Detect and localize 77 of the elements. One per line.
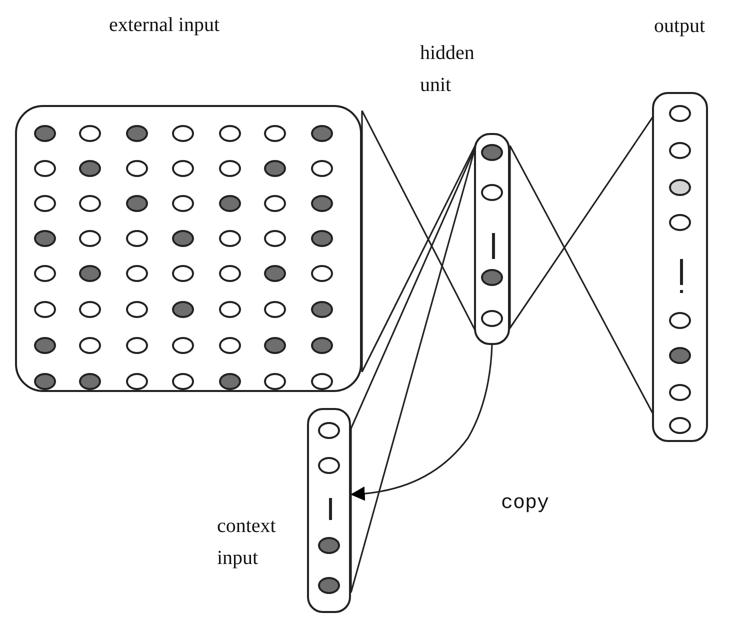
unit-circle <box>172 265 194 282</box>
unit-circle <box>79 230 101 247</box>
layer-label: hidden unit <box>420 41 476 98</box>
unit-circle <box>311 195 333 212</box>
unit-circle <box>126 195 148 212</box>
unit-circle <box>311 337 333 354</box>
unit-circle <box>79 195 101 212</box>
unit-circle <box>311 301 333 318</box>
unit-circle <box>172 373 194 390</box>
unit-circle <box>34 301 56 318</box>
unit-circle <box>264 195 286 212</box>
unit-circle <box>318 422 340 439</box>
unit-circle <box>172 195 194 212</box>
unit-circle <box>219 125 241 142</box>
unit-circle <box>219 337 241 354</box>
unit-circle <box>311 265 333 282</box>
unit-circle <box>172 160 194 177</box>
unit-circle <box>172 230 194 247</box>
unit-circle <box>318 537 340 554</box>
unit-circle <box>126 301 148 318</box>
unit-circle <box>79 337 101 354</box>
unit-circle <box>481 310 503 327</box>
unit-circle <box>219 373 241 390</box>
unit-circle <box>126 373 148 390</box>
layer-label: output <box>654 14 706 39</box>
unit-circle <box>79 373 101 390</box>
unit-circle <box>669 312 691 329</box>
unit-circle <box>264 373 286 390</box>
unit-circle <box>126 160 148 177</box>
unit-circle <box>219 230 241 247</box>
unit-circle <box>264 125 286 142</box>
unit-circle <box>126 230 148 247</box>
unit-circle <box>669 384 691 401</box>
unit-circle <box>34 195 56 212</box>
unit-circle <box>264 160 286 177</box>
unit-circle <box>264 337 286 354</box>
unit-circle <box>481 269 503 286</box>
unit-circle <box>669 347 691 364</box>
unit-circle <box>318 577 340 594</box>
unit-circle <box>34 125 56 142</box>
unit-circle <box>264 301 286 318</box>
unit-circle <box>126 337 148 354</box>
unit-circle <box>79 125 101 142</box>
unit-circle <box>318 457 340 474</box>
unit-circle <box>219 195 241 212</box>
unit-circle <box>34 265 56 282</box>
arrow <box>350 344 493 501</box>
unit-circle <box>79 301 101 318</box>
layer-label: external input <box>109 13 221 38</box>
unit-circle <box>481 144 503 161</box>
unit-circle <box>669 214 691 231</box>
unit-circle <box>219 301 241 318</box>
unit-circle <box>311 373 333 390</box>
unit-circle <box>481 184 503 201</box>
unit-circle <box>34 337 56 354</box>
unit-circle <box>669 142 691 159</box>
unit-circle <box>126 125 148 142</box>
unit-circle <box>311 125 333 142</box>
unit-circle <box>34 230 56 247</box>
unit-circle <box>79 160 101 177</box>
unit-circle <box>219 265 241 282</box>
unit-circle <box>79 265 101 282</box>
unit-circle <box>311 230 333 247</box>
unit-circle <box>172 301 194 318</box>
unit-circle <box>172 337 194 354</box>
unit-circle <box>311 160 333 177</box>
unit-circle <box>264 265 286 282</box>
unit-circle <box>264 230 286 247</box>
unit-circle <box>219 160 241 177</box>
unit-circle <box>669 417 691 434</box>
unit-circle <box>34 373 56 390</box>
unit-circle <box>669 105 691 122</box>
unit-circle <box>669 179 691 196</box>
unit-circle <box>34 160 56 177</box>
unit-circle <box>172 125 194 142</box>
unit-circle <box>126 265 148 282</box>
layer-label: context input <box>217 514 277 571</box>
